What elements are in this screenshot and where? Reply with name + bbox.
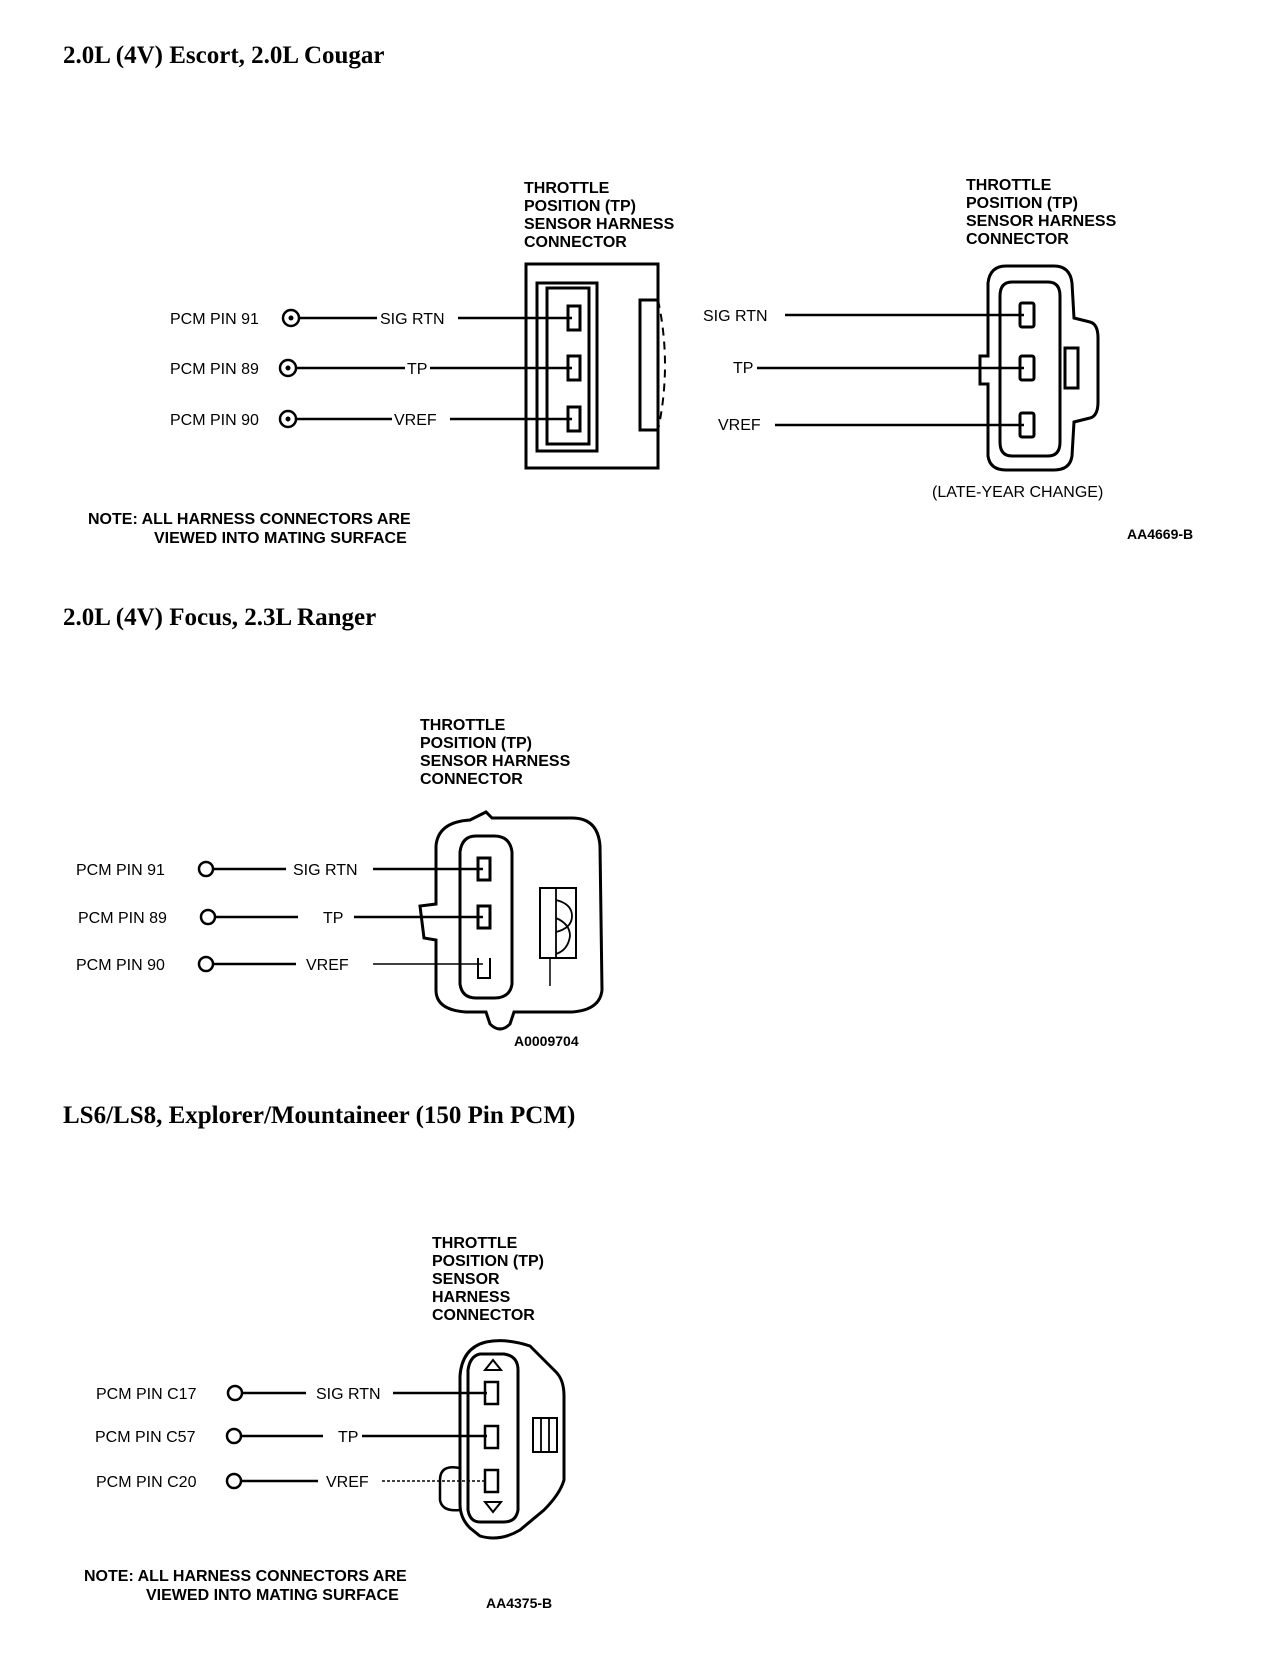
pcm-pin-label: PCM PIN 89 xyxy=(170,361,259,378)
connector-1-title: THROTTLE POSITION (TP) SENSOR HARNESS CO… xyxy=(524,180,679,251)
pin-terminal-icon xyxy=(226,1384,244,1402)
signal-label: SIG RTN xyxy=(703,308,768,325)
tp-connector-4 xyxy=(438,1339,566,1540)
connector-2-title: THROTTLE POSITION (TP) SENSOR HARNESS CO… xyxy=(966,177,1121,248)
signal-label: VREF xyxy=(306,957,349,974)
figure-code: AA4375-B xyxy=(486,1595,552,1611)
note-text: NOTE: ALL HARNESS CONNECTORS ARE VIEWED … xyxy=(88,511,415,547)
pcm-pin-label: PCM PIN 90 xyxy=(170,412,259,429)
signal-label: VREF xyxy=(326,1474,369,1491)
pcm-pin-label: PCM PIN 90 xyxy=(76,957,165,974)
tp-connector-3 xyxy=(418,810,604,1031)
pin-terminal-icon xyxy=(199,908,217,926)
pin-terminal-icon xyxy=(197,860,215,878)
signal-label: TP xyxy=(733,360,753,377)
signal-label: TP xyxy=(338,1429,358,1446)
pin-terminal-icon xyxy=(197,955,215,973)
signal-label: TP xyxy=(323,910,343,927)
pcm-pin-label: PCM PIN 91 xyxy=(76,862,165,879)
late-year-caption: (LATE-YEAR CHANGE) xyxy=(932,484,1103,501)
section-1-title: 2.0L (4V) Escort, 2.0L Cougar xyxy=(63,42,385,69)
signal-label: TP xyxy=(407,361,427,378)
pin-terminal-icon xyxy=(225,1427,243,1445)
signal-label: SIG RTN xyxy=(316,1386,381,1403)
pcm-pin-label: PCM PIN 91 xyxy=(170,311,259,328)
note-text: NOTE: ALL HARNESS CONNECTORS ARE VIEWED … xyxy=(84,1568,411,1604)
diagram-ls6-ls8-explorer: THROTTLE POSITION (TP) SENSOR HARNESS CO… xyxy=(84,1235,566,1611)
signal-label: SIG RTN xyxy=(380,311,445,328)
figure-code: A0009704 xyxy=(514,1033,579,1049)
figure-code: AA4669-B xyxy=(1127,526,1193,542)
tp-connector-1 xyxy=(524,262,666,470)
pcm-pin-label: PCM PIN 89 xyxy=(78,910,167,927)
pcm-pin-label: PCM PIN C17 xyxy=(96,1386,197,1403)
pin-terminal-icon xyxy=(225,1472,243,1490)
pcm-pin-label: PCM PIN C57 xyxy=(95,1429,196,1446)
pcm-pin-label: PCM PIN C20 xyxy=(96,1474,197,1491)
signal-label: VREF xyxy=(394,412,437,429)
tp-connector-2 xyxy=(978,264,1100,472)
connector-4-title: THROTTLE POSITION (TP) SENSOR HARNESS CO… xyxy=(432,1235,548,1324)
diagram-focus-ranger: THROTTLE POSITION (TP) SENSOR HARNESS CO… xyxy=(76,717,604,1049)
connector-3-title: THROTTLE POSITION (TP) SENSOR HARNESS CO… xyxy=(420,717,575,788)
signal-label: SIG RTN xyxy=(293,862,358,879)
section-2-title: 2.0L (4V) Focus, 2.3L Ranger xyxy=(63,604,377,631)
section-3-title: LS6/LS8, Explorer/Mountaineer (150 Pin P… xyxy=(63,1102,576,1129)
diagram-escort-cougar: THROTTLE POSITION (TP) SENSOR HARNESS CO… xyxy=(88,177,1193,547)
signal-label: VREF xyxy=(718,417,761,434)
